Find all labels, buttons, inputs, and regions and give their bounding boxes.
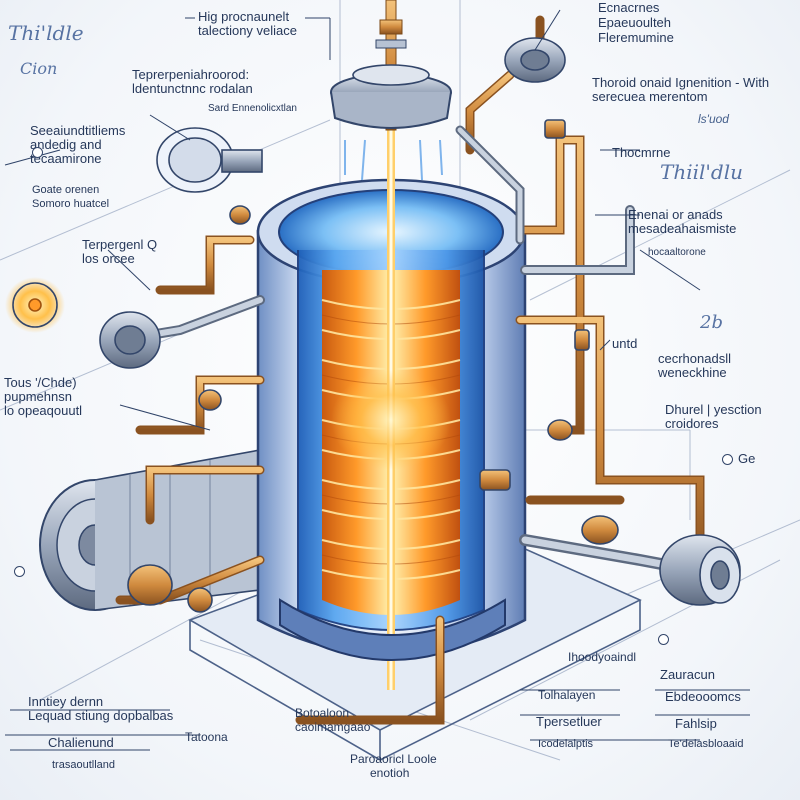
label-right-b: Enenai or anads mesadeahaismiste — [628, 207, 737, 236]
label-bottom-left-a: Inntiey dernn Lequad stiung dopbalbas — [28, 694, 174, 723]
label-bottom-right-d: Ebdeooomcs — [665, 689, 741, 704]
corner-mark-right: ls'uod — [698, 112, 729, 126]
label-right-c: untd — [612, 336, 638, 351]
label-left-b: Goate orenen Somoro huatcel — [32, 184, 110, 210]
label-left-a: Seeaiundtitliems andedig and tecaamirone — [30, 123, 126, 166]
label-bottom-left-c: trasaoutlland — [52, 759, 115, 771]
label-bottom-right-g: Icodelalptis — [538, 738, 594, 750]
title-script-right: Thiil'dlu — [660, 160, 743, 184]
label-bottom-right-f: Fahlsip — [675, 716, 717, 731]
callout-dot — [722, 454, 733, 465]
label-right-e: Dhurel | yesction croidores — [665, 402, 762, 431]
label-left-d: Tous '/Chde) pupmehnsn lo opeaqouutl — [4, 375, 83, 418]
label-upper-left-center: Teprerpeniahroorod: ldentunctnnc rodalan — [132, 67, 253, 96]
label-upper-left-center-small: Sard Ennenolicxtlan — [208, 103, 297, 114]
label-bottom-left-b: Chalienund — [48, 735, 114, 750]
label-right-c-num: 2b — [700, 312, 723, 333]
label-top-center: Hig procnaunelt talectiony veliace — [198, 9, 297, 38]
label-upper-right-a: Thoroid onaid Ignenition - With serecuea… — [592, 75, 770, 104]
label-bottom-right-c: Tolhalayen — [538, 688, 596, 702]
label-right-a: Thocmrne — [612, 145, 671, 160]
reactor-vessel — [256, 120, 527, 690]
callout-dot — [14, 566, 25, 577]
steel-tubing — [115, 125, 726, 581]
label-bottom-right-a: Ihoodyoaindl — [568, 650, 637, 664]
title-script: Thi'ldle — [8, 21, 84, 45]
label-right-b-small: hocaaltorone — [648, 247, 706, 258]
label-bottom-center-a: Botoaloon caoimamgaao — [295, 706, 371, 734]
corner-mark-left: Cion — [20, 59, 58, 78]
callout-dot — [658, 634, 669, 645]
callout-dot — [32, 147, 43, 158]
label-top-right: Ecnacrnes Epaeuoulteh Fleremumine — [598, 0, 674, 45]
label-bottom-right-b: Zauracun — [660, 667, 715, 682]
label-right-d: cecrhonadsll weneckhine — [658, 351, 731, 380]
label-right-f: Ge — [738, 451, 756, 466]
label-bottom-right-h: Te'delasbloaaid — [668, 738, 744, 750]
top-cap — [330, 0, 452, 181]
label-left-c: Terpergenl Q los orcee — [82, 237, 158, 266]
leader-lines — [4, 9, 750, 751]
valve-fittings — [5, 37, 741, 613]
label-bottom-right-e: Tpersetluer — [536, 714, 602, 729]
label-bottom-center-c: Paroaoricl Loole enotioh — [350, 752, 437, 780]
label-bottom-center-b: Tatoona — [185, 730, 228, 744]
